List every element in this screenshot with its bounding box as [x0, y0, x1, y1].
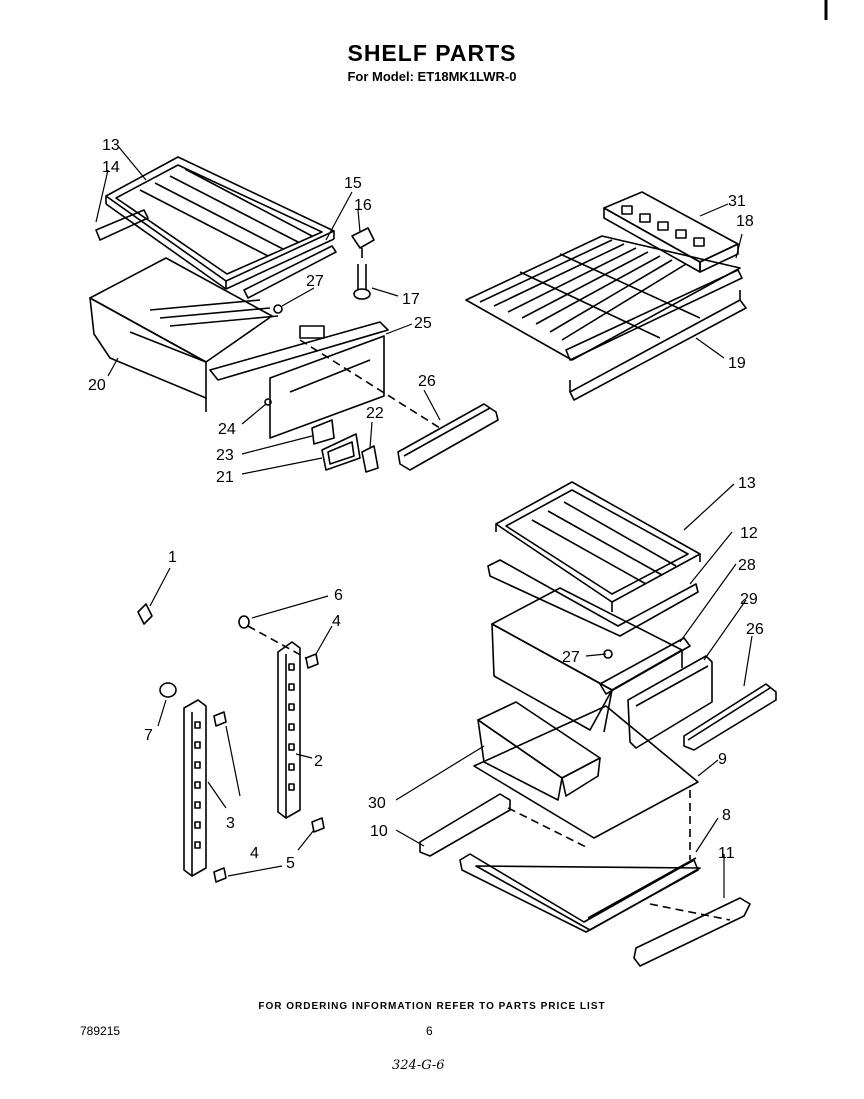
shelf-frame-8: [459, 853, 701, 933]
control-knob-21: [321, 433, 361, 471]
callout-6: 6: [334, 587, 343, 604]
callout-10: 10: [370, 823, 388, 840]
callout-4: 4: [332, 613, 341, 630]
callout-30: 30: [368, 795, 386, 812]
callout-17: 17: [402, 291, 420, 308]
callout-4-lower: 4: [250, 845, 259, 862]
callout-8: 8: [722, 807, 731, 824]
rail-10: [419, 793, 511, 857]
crisper-pan-20: [89, 257, 279, 412]
callout-27: 27: [306, 273, 324, 290]
callout-24: 24: [218, 421, 236, 438]
callout-16: 16: [354, 197, 372, 214]
shelf-glass-bottom-right: [495, 481, 701, 612]
pan-30: [477, 701, 601, 801]
page-number: 6: [426, 1024, 433, 1038]
callout-14: 14: [102, 159, 120, 176]
callout-28: 28: [738, 557, 756, 574]
wire-shelf-19: [465, 235, 741, 361]
callout-2: 2: [314, 753, 323, 770]
ladder-rail-3: [183, 699, 207, 877]
bracket-16: [351, 227, 375, 258]
shelf-frame-rail-14: [95, 209, 149, 241]
callout-9: 9: [718, 751, 727, 768]
document-number: 789215: [80, 1024, 121, 1038]
callout-26-lower: 26: [746, 621, 764, 638]
glass-shelf-9: [473, 705, 699, 839]
callout-18: 18: [736, 213, 754, 230]
callout-15: 15: [344, 175, 362, 192]
callout-7: 7: [144, 727, 153, 744]
clip-1: [137, 603, 153, 625]
callout-22: 22: [366, 405, 384, 422]
control-slide-23: [311, 419, 335, 445]
handwritten-note: 324-G-6: [392, 1058, 445, 1073]
callout-3: 3: [226, 815, 235, 832]
screw-24: [264, 398, 272, 406]
rail-26-bottom: [683, 683, 777, 751]
screw-4-top: [305, 653, 319, 669]
callout-26: 26: [418, 373, 436, 390]
callout-5: 5: [286, 855, 295, 872]
drawer-28: [491, 587, 691, 733]
page-title: SHELF PARTS: [347, 40, 517, 66]
rail-18: [565, 269, 743, 361]
callout-1: 1: [168, 549, 177, 566]
screw-5-b: [213, 867, 227, 883]
callout-11: 11: [718, 845, 735, 862]
callout-19: 19: [728, 355, 746, 372]
callout-27-lower: 27: [562, 649, 580, 666]
cap-6: [238, 615, 250, 629]
shelf-frame-12: [487, 559, 699, 637]
callout-13: 13: [102, 137, 120, 154]
rail-26-top: [397, 403, 499, 471]
bumper-7: [159, 682, 177, 698]
rail-19-lower: [569, 290, 747, 401]
callout-25: 25: [414, 315, 432, 332]
crisper-front-25: [209, 321, 389, 439]
screw-5-a: [311, 817, 325, 833]
ladder-rail-2: [277, 641, 301, 819]
model-subtitle: For Model: ET18MK1LWR-0: [347, 69, 517, 84]
drawer-cover-29: [627, 655, 713, 749]
shelf-rail-15: [243, 245, 337, 299]
screw-4-mid: [213, 711, 227, 727]
callout-29: 29: [740, 591, 758, 608]
shelf-glass-top-left: [105, 156, 335, 290]
leader-lines: [95, 145, 753, 898]
callout-23: 23: [216, 447, 234, 464]
callout-31: 31: [728, 193, 746, 210]
callout-20: 20: [88, 377, 106, 394]
callout-12: 12: [740, 525, 758, 542]
clip-22: [361, 445, 379, 473]
trim-11: [633, 897, 751, 967]
callout-labels: 13 14 15 16 27 17 25 20 24 26 22 23 21 3…: [88, 137, 764, 872]
callout-13-lower: 13: [738, 475, 756, 492]
ordering-note: FOR ORDERING INFORMATION REFER TO PARTS …: [258, 1001, 606, 1012]
screw-27-top: [273, 304, 283, 314]
ice-tray-31: [603, 191, 739, 273]
control-17: [353, 264, 371, 300]
callout-21: 21: [216, 469, 234, 486]
